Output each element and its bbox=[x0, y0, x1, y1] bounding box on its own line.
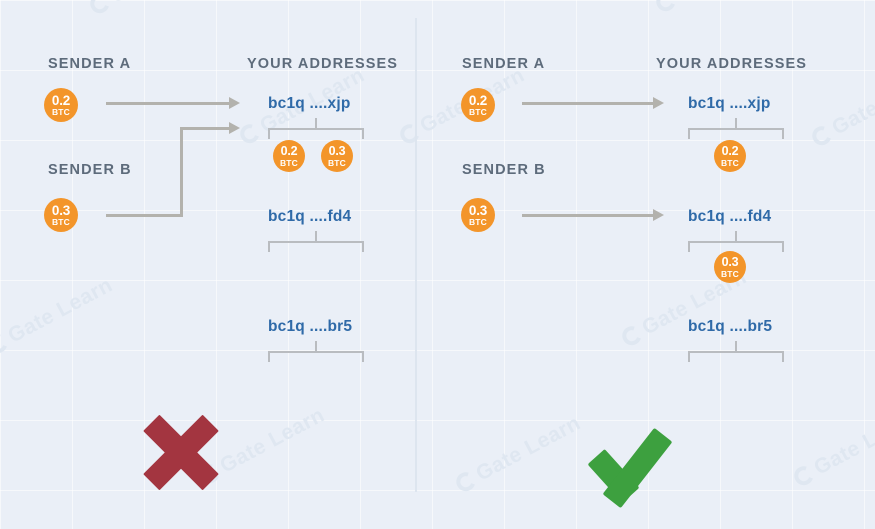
received-coin: 0.3 BTC bbox=[321, 140, 353, 172]
coin-unit: BTC bbox=[51, 217, 71, 227]
address-label: bc1q ....fd4 bbox=[688, 208, 772, 225]
address-label: bc1q ....xjp bbox=[268, 95, 351, 112]
cross-icon bbox=[138, 409, 224, 495]
coin-amount: 0.2 bbox=[468, 92, 488, 108]
arrow-head-icon bbox=[229, 122, 240, 134]
arrow-sender-b-segment bbox=[180, 127, 229, 130]
coin-amount: 0.3 bbox=[328, 144, 346, 158]
sender-b-coin: 0.3 BTC bbox=[44, 198, 78, 232]
address-label: bc1q ....xjp bbox=[688, 95, 771, 112]
address-label: bc1q ....br5 bbox=[688, 318, 773, 335]
address-label: bc1q ....br5 bbox=[268, 318, 353, 335]
your-addresses-header: YOUR ADDRESSES bbox=[247, 56, 399, 72]
coin-unit: BTC bbox=[279, 157, 299, 168]
coin-amount: 0.2 bbox=[280, 144, 298, 158]
arrow-sender-b-riser bbox=[180, 127, 183, 217]
coin-amount: 0.3 bbox=[468, 202, 488, 218]
sender-b-coin: 0.3 BTC bbox=[461, 198, 495, 232]
arrow-sender-a bbox=[106, 102, 229, 105]
check-icon bbox=[587, 412, 704, 509]
coin-unit: BTC bbox=[327, 157, 347, 168]
sender-a-header: SENDER A bbox=[48, 56, 132, 72]
coin-unit: BTC bbox=[468, 217, 488, 227]
received-coin: 0.2 BTC bbox=[273, 140, 305, 172]
arrow-sender-a bbox=[522, 102, 653, 105]
arrow-head-icon bbox=[653, 97, 664, 109]
coin-amount: 0.2 bbox=[51, 92, 71, 108]
coin-unit: BTC bbox=[468, 107, 488, 117]
received-coin: 0.3 BTC bbox=[714, 251, 746, 283]
coin-unit: BTC bbox=[51, 107, 71, 117]
coin-amount: 0.3 bbox=[51, 202, 71, 218]
panel-address-reuse: SENDER A YOUR ADDRESSES 0.2 BTC SENDER B… bbox=[0, 0, 415, 529]
arrow-sender-b-segment bbox=[106, 214, 182, 217]
sender-b-header: SENDER B bbox=[462, 162, 546, 178]
sender-b-header: SENDER B bbox=[48, 162, 132, 178]
address-label: bc1q ....fd4 bbox=[268, 208, 352, 225]
arrow-sender-b bbox=[522, 214, 653, 217]
sender-a-header: SENDER A bbox=[462, 56, 546, 72]
coin-amount: 0.3 bbox=[721, 255, 739, 269]
arrow-head-icon bbox=[653, 209, 664, 221]
coin-amount: 0.2 bbox=[721, 144, 739, 158]
panel-fresh-addresses: SENDER A YOUR ADDRESSES 0.2 BTC SENDER B… bbox=[416, 0, 875, 529]
sender-a-coin: 0.2 BTC bbox=[44, 88, 78, 122]
received-coin: 0.2 BTC bbox=[714, 140, 746, 172]
sender-a-coin: 0.2 BTC bbox=[461, 88, 495, 122]
coin-unit: BTC bbox=[720, 157, 740, 168]
arrow-head-icon bbox=[229, 97, 240, 109]
your-addresses-header: YOUR ADDRESSES bbox=[656, 56, 808, 72]
panel-divider bbox=[415, 18, 417, 492]
coin-unit: BTC bbox=[720, 268, 740, 279]
